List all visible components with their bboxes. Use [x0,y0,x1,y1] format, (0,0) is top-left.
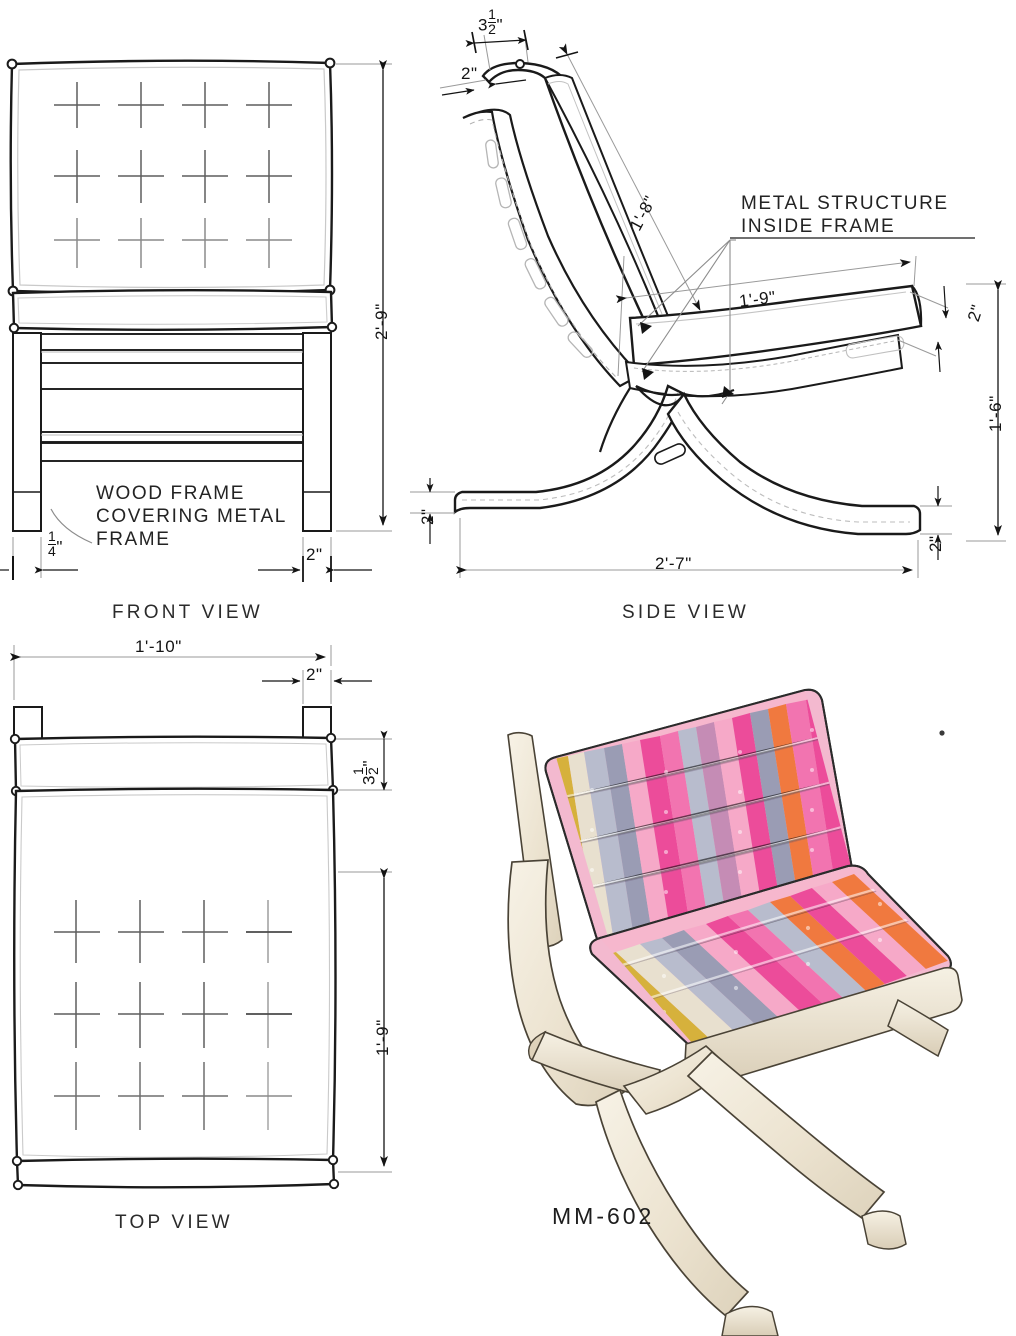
front-view-label: FRONT VIEW [112,602,263,623]
top-back-denominator: 2 [364,766,381,775]
product-photo [507,688,963,1336]
top-view-drawing [9,645,392,1191]
side-seat-depth-dimension [615,255,917,377]
side-base-thickness-left-dimension [410,478,455,544]
front-backrest-tufting [54,82,292,268]
top-seat-tufting [54,900,292,1130]
side-back-edge-dimension-text: 2" [461,64,478,83]
side-base-thickness-left-dimension-text: 2" [418,508,437,525]
back-top-denominator: 2 [488,20,497,37]
side-base-width-dimension [456,518,919,578]
top-leg-offset-dimension-text: 2" [306,665,323,684]
top-seat-depth-dimension [338,868,392,1173]
top-width-dimension [10,645,332,700]
front-height-dimension [336,60,392,532]
side-base-width-dimension-text: 2'-7" [655,554,692,573]
quarter-denominator: 4 [48,542,57,559]
metal-structure-note: METAL STRUCTURE INSIDE FRAME [741,193,949,237]
side-view-drawing [410,29,1006,578]
side-view-label: SIDE VIEW [622,602,749,623]
top-seat-depth-dimension-text: 1'-9" [373,1019,392,1056]
front-leg-width-dimension-text: 2" [306,545,323,564]
top-leg-offset-dimension [262,670,372,704]
wood-frame-note: WOOD FRAME COVERING METAL FRAME [96,483,287,550]
side-base-thickness-right-dimension-text: 2" [926,535,945,552]
back-top-numerator: 1 [488,6,497,22]
back-top-whole: 3 [478,15,489,35]
back-top-unit: " [496,15,504,35]
top-width-dimension-text: 1'-10" [135,637,182,656]
top-back-numerator: 1 [350,766,366,775]
side-seat-thickness-dimension [897,285,949,373]
front-leg-thickness-dimension [0,537,78,580]
front-leg-width-dimension [258,537,372,582]
side-overall-height-dimension [966,280,1006,542]
product-code-label: MM-602 [552,1203,655,1229]
front-view-drawing [0,57,392,582]
side-back-top-dimension [465,29,529,71]
top-view-label: TOP VIEW [115,1212,233,1233]
quarter-unit: " [56,537,64,557]
top-back-whole: 3 [359,774,379,785]
front-height-dimension-text: 2'-9" [372,303,391,340]
side-back-edge-dimension [439,79,527,96]
top-back-unit: " [359,759,379,767]
side-base-thickness-right-dimension [920,486,952,560]
top-back-depth-dimension [336,730,392,791]
quarter-numerator: 1 [48,528,57,544]
side-overall-height-dimension-text: 1'-6" [986,395,1005,432]
metal-structure-leader [637,239,736,405]
